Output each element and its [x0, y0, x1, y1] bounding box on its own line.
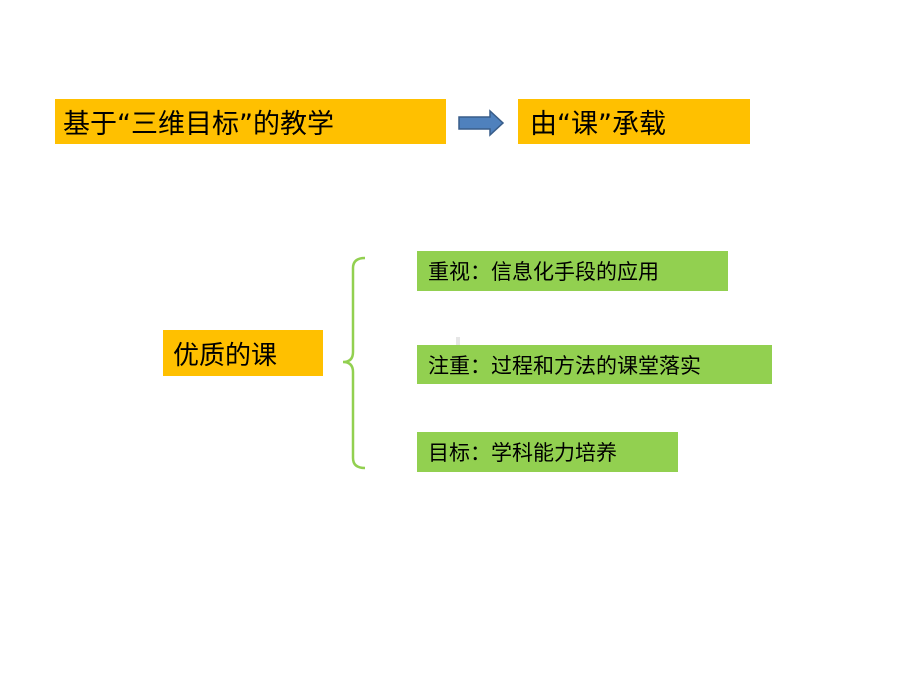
source-concept-label: 基于“三维目标”的教学: [63, 109, 334, 140]
branch-label-1: 重视：信息化手段的应用: [428, 260, 659, 284]
target-concept-box: 由“课”承载: [518, 99, 750, 144]
quality-lesson-box: 优质的课: [163, 330, 323, 376]
branch-box-1: 重视：信息化手段的应用: [417, 251, 728, 291]
target-concept-label: 由“课”承载: [530, 109, 666, 140]
branch-box-3: 目标：学科能力培养: [417, 432, 678, 472]
branch-label-3: 目标：学科能力培养: [428, 441, 617, 465]
quality-lesson-label: 优质的课: [173, 340, 278, 371]
branch-label-2: 注重：过程和方法的课堂落实: [428, 353, 701, 378]
divider-mark: [456, 337, 460, 345]
curly-brace: [342, 256, 366, 470]
right-arrow-icon: [458, 109, 505, 137]
source-concept-box: 基于“三维目标”的教学: [55, 99, 446, 144]
branch-box-2: 注重：过程和方法的课堂落实: [417, 345, 772, 384]
